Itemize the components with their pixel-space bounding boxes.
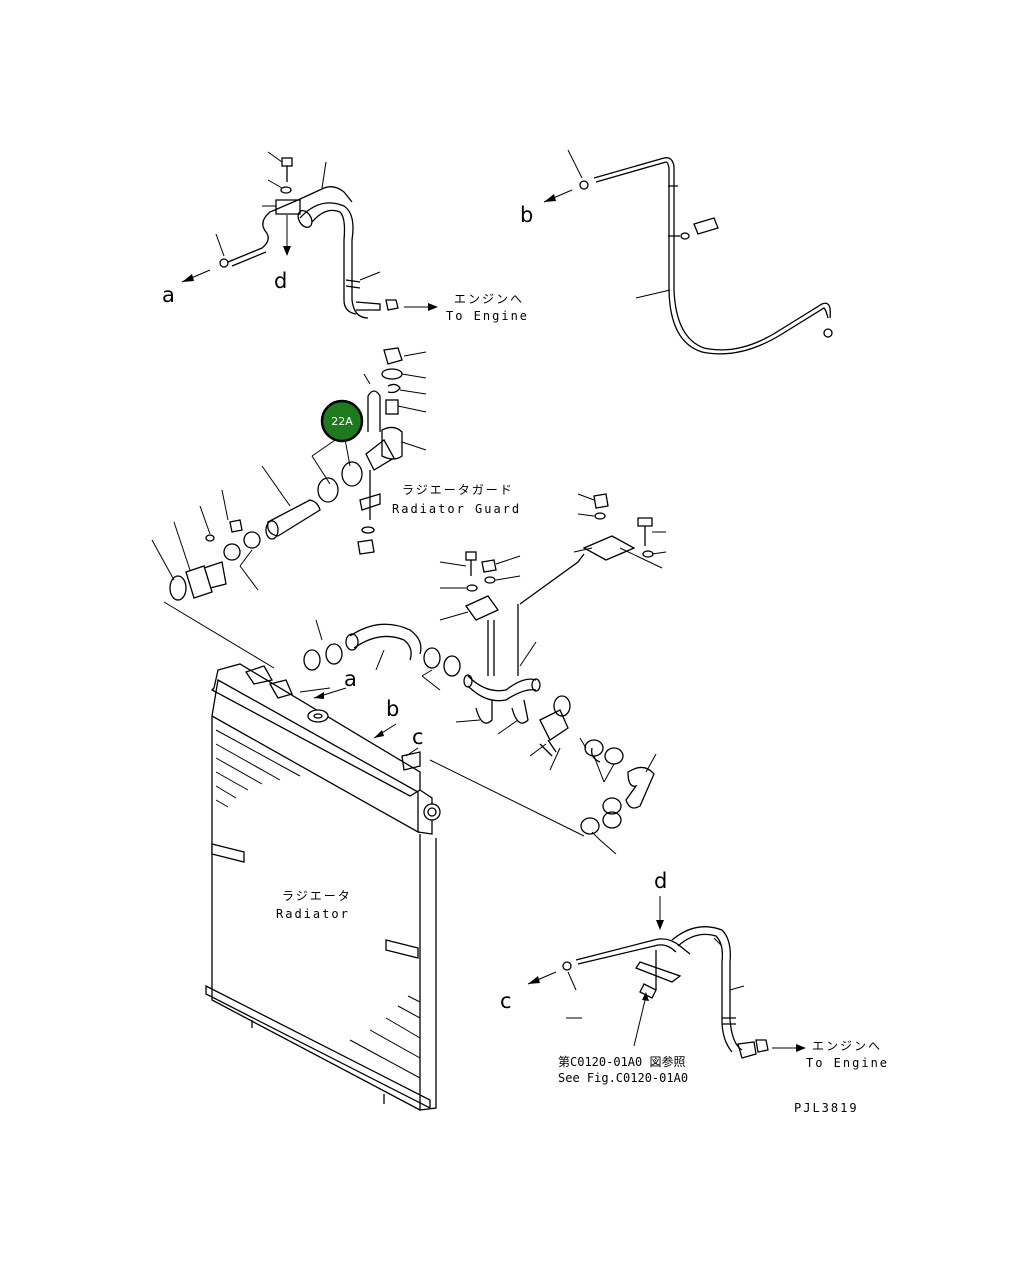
radiator-body [205,663,441,1111]
radiator-jp: ラジエータ [282,889,352,903]
label-c-mid: c [412,725,424,749]
label-b-top: b [520,203,533,227]
label-d-bottom: d [654,869,667,893]
drawing-number: PJL3819 [794,1101,859,1115]
label-c-bottom: c [500,989,512,1013]
bottom-right-pipe-assembly [527,896,806,1059]
label-d-top: d [274,269,287,293]
label-b-mid: b [386,697,399,721]
engine-en-top: To Engine [446,309,529,323]
callout-22a-label[interactable]: 22A [331,415,353,428]
callout-22a[interactable]: 22A [320,399,364,443]
top-right-tube-assembly [543,149,833,355]
label-a-top: a [162,283,175,307]
radiator-en: Radiator [276,907,350,921]
engine-jp-top: エンジンへ [454,292,524,306]
radiator-guard-en: Radiator Guard [392,502,521,516]
radiator-guard-jp: ラジエータガード [402,483,514,497]
fig-ref-en: See Fig.C0120-01A0 [558,1071,688,1085]
callout-22a-badge[interactable] [320,399,364,443]
engine-en-bottom: To Engine [806,1056,889,1070]
engine-jp-bottom: エンジンへ [812,1039,882,1053]
radiator-guard-parts [151,347,427,601]
top-left-pipe-assembly [181,151,438,319]
label-a-mid: a [344,667,357,691]
fig-ref-jp: 第C0120-01A0 図参照 [558,1054,685,1069]
hose-pipe-assembly [163,493,667,855]
diagram-labels: a d エンジンへ To Engine b ラジエータガード Radiator … [162,203,889,1115]
